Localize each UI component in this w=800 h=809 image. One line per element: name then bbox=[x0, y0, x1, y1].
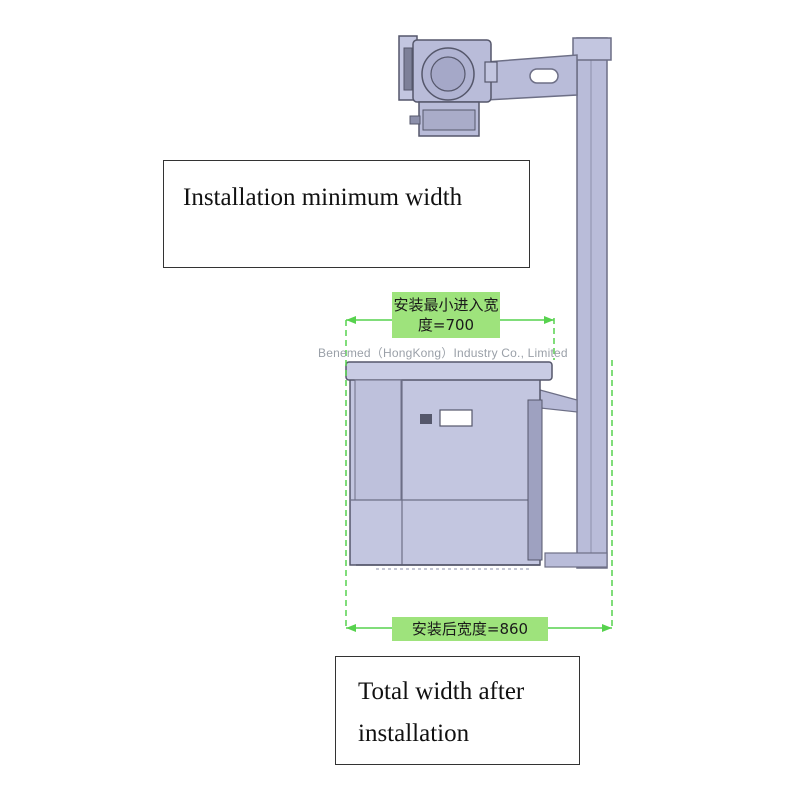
callout-top-text: Installation minimum width bbox=[183, 184, 463, 211]
callout-installation-minimum-width: Installation minimum width bbox=[163, 160, 530, 268]
patient-table bbox=[345, 361, 553, 570]
min-width-label: 安装最小进入宽度=700 bbox=[392, 292, 500, 338]
tube-arm bbox=[485, 54, 578, 101]
callout-total-width: Total width after installation bbox=[335, 656, 580, 765]
total-width-label: 安装后宽度=860 bbox=[392, 617, 548, 641]
table-bracket bbox=[539, 389, 608, 568]
callout-bottom-text: Total width after installation bbox=[358, 678, 525, 747]
vertical-column bbox=[572, 37, 612, 569]
xray-tube-head bbox=[398, 35, 498, 137]
watermark: Benemed（HongKong）Industry Co., Limited bbox=[318, 346, 568, 360]
